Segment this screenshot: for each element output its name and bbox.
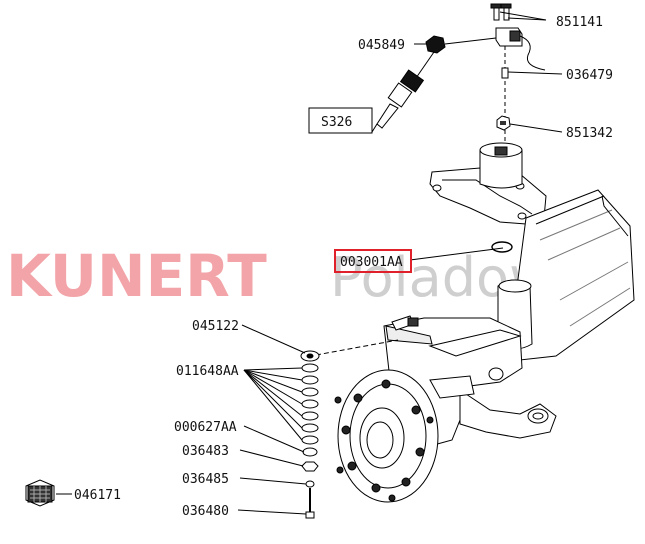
- part-046171-block: [25, 479, 55, 507]
- wheel-hub: [334, 369, 439, 503]
- axis-line-washers: [315, 339, 399, 356]
- leader-nut-bracket: [444, 37, 497, 45]
- hex-nut-045849: [425, 35, 446, 54]
- label-003001AA: 003001AA: [340, 255, 403, 270]
- label-045849[interactable]: 045849: [358, 38, 405, 53]
- label-036483[interactable]: 036483: [182, 444, 229, 459]
- label-046171[interactable]: 046171: [74, 488, 121, 503]
- label-036479[interactable]: 036479: [566, 68, 613, 83]
- pin-036479: [501, 67, 509, 79]
- label-036480[interactable]: 036480: [182, 504, 229, 519]
- leader-lines: [56, 11, 563, 515]
- strut-body: [497, 189, 635, 361]
- highlighted-part-003001AA[interactable]: 003001AA: [334, 249, 412, 273]
- upper-mount-plate: [429, 142, 547, 225]
- impulse-sensor: [371, 51, 435, 133]
- label-851141[interactable]: 851141: [556, 15, 603, 30]
- label-000627AA[interactable]: 000627AA: [174, 420, 237, 435]
- label-045122[interactable]: 045122: [192, 319, 239, 334]
- sensor-bracket: [495, 27, 546, 71]
- label-851342[interactable]: 851342: [566, 126, 613, 141]
- watermark-brand: KUNERT: [6, 242, 267, 310]
- nut-851342: [496, 115, 511, 131]
- ref-box-s326[interactable]: S326: [308, 107, 373, 134]
- ref-box-label: S326: [321, 115, 352, 130]
- washer-stack: [300, 350, 320, 519]
- label-011648AA[interactable]: 011648AA: [176, 364, 239, 379]
- label-036485[interactable]: 036485: [182, 472, 229, 487]
- lock-ring-003001AA: [491, 241, 513, 253]
